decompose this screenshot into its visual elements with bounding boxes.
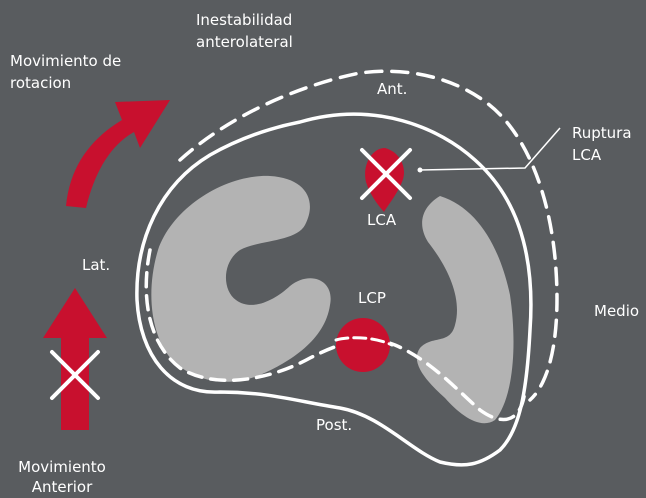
inner-dashed-contour — [144, 248, 527, 422]
lca-rupture-x-icon — [360, 148, 412, 200]
rotation-label-line1: Movimiento de — [10, 52, 122, 70]
rupture-callout-line — [417, 127, 561, 173]
instability-dashed-contour — [178, 69, 559, 402]
rupture-label-line1: Ruptura — [572, 124, 632, 142]
anterior-position-label: Ant. — [377, 80, 408, 98]
lateral-meniscus — [151, 175, 331, 382]
rupture-label-line2: LCA — [572, 146, 602, 164]
anterior-arrow-icon — [43, 288, 107, 430]
medial-meniscus — [416, 196, 514, 424]
instability-label-line1: Inestabilidad — [196, 11, 293, 29]
lateral-position-label: Lat. — [82, 256, 111, 274]
lcp-dashed-overlay — [334, 336, 394, 347]
instability-label-line2: anterolateral — [196, 33, 293, 51]
rotation-arrow-icon — [66, 100, 170, 208]
tibial-plateau-outline — [135, 112, 533, 467]
anterior-movement-label-line2: Anterior — [31, 478, 93, 496]
lcp-label: LCP — [358, 289, 386, 307]
anterior-movement-x-icon — [50, 350, 100, 400]
anterior-movement-label-line1: Movimiento — [18, 458, 106, 476]
lca-label: LCA — [367, 211, 397, 229]
rotation-label-line2: rotacion — [10, 74, 72, 92]
medial-position-label: Medio — [594, 302, 640, 320]
posterior-position-label: Post. — [316, 416, 353, 434]
lcp-ligament — [336, 318, 390, 372]
